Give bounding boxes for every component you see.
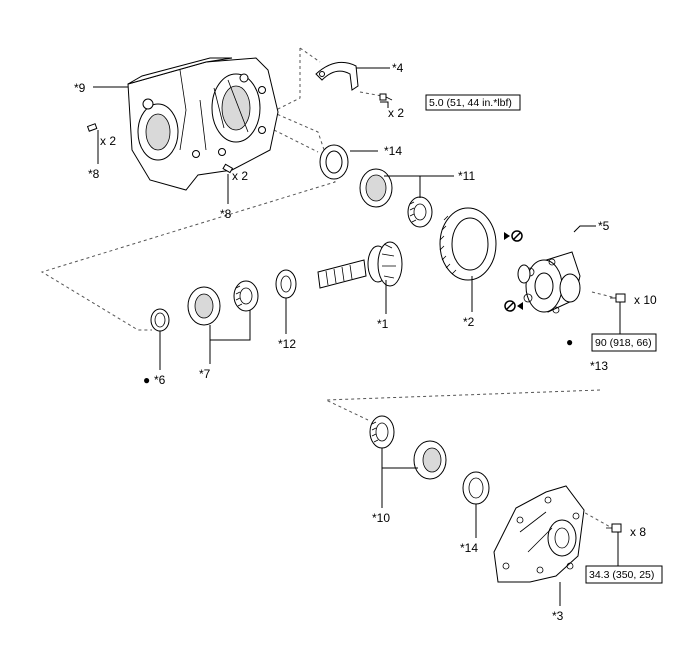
oil-seal-6 [150,308,170,332]
callout-4: *4 [392,61,404,75]
non-reusable-mark-13: ● [566,335,573,349]
qty-pin-right: x 2 [232,169,248,183]
callout-14-lower: *14 [460,541,478,555]
torque-spec-cover: 5.0 (51, 44 in.*lbf) [425,94,521,111]
callout-12: *12 [278,337,296,351]
bearing-outer-race-11 [359,168,393,208]
cover-part [315,61,359,91]
callout-7: *7 [199,367,211,381]
bearing-race-7 [187,286,221,326]
qty-ring-gear-bolt: x 10 [634,293,657,307]
callout-9: *9 [74,81,86,95]
marker-arrow-upper [504,230,523,242]
ring-gear-bolt [610,293,626,303]
qty-carrier-bolt: x 8 [630,525,646,539]
bearing-10 [369,415,395,449]
callout-10: *10 [372,511,390,525]
callout-3: *3 [552,609,564,623]
ring-gear [439,207,497,281]
callout-2: *2 [463,315,475,329]
torque-spec-ring-gear: 90 (918, 66) [591,333,657,352]
straight-pin-upper [86,123,98,132]
torque-spec-carrier: 34.3 (350, 25) [585,565,663,584]
bearing-11 [407,196,433,228]
callout-6: *6 [154,373,166,387]
callout-5: *5 [598,219,610,233]
bearing-7 [233,280,259,312]
callout-8-right: *8 [220,207,232,221]
straight-pin-lower [222,163,234,174]
carrier-cover-bolt [606,523,622,533]
cover-bolt [379,93,393,101]
carrier-cover [493,485,585,583]
callout-11: *11 [458,169,475,183]
oil-seal-upper [319,144,349,180]
shim-washer [275,269,297,299]
callout-13: *13 [590,359,608,373]
callout-8-left: *8 [88,167,100,181]
marker-arrow-lower [504,300,523,312]
differential-carrier-housing [127,57,279,191]
torque-spec-ring-gear-text: 90 (918, 66) [595,337,652,349]
callout-labels: *9 *4 *14 *11 *5 *8 *8 *1 *2 *12 *6 *7 *… [74,61,610,623]
oil-seal-lower [462,471,490,505]
leader-lines [93,67,621,606]
non-reusable-mark-6: ● [143,373,150,387]
qty-cover-bolt: x 2 [388,106,404,120]
torque-spec-cover-text: 5.0 (51, 44 in.*lbf) [429,97,512,109]
callout-14-upper: *14 [384,144,402,158]
differential-case [517,251,581,314]
quantity-labels: x 2 x 2 x 2 x 10 x 8 [100,106,657,539]
torque-spec-carrier-text: 34.3 (350, 25) [589,569,654,581]
bearing-race-10 [413,440,447,480]
callout-1: *1 [377,317,389,331]
qty-pin-left: x 2 [100,134,116,148]
drive-pinion [317,241,403,289]
